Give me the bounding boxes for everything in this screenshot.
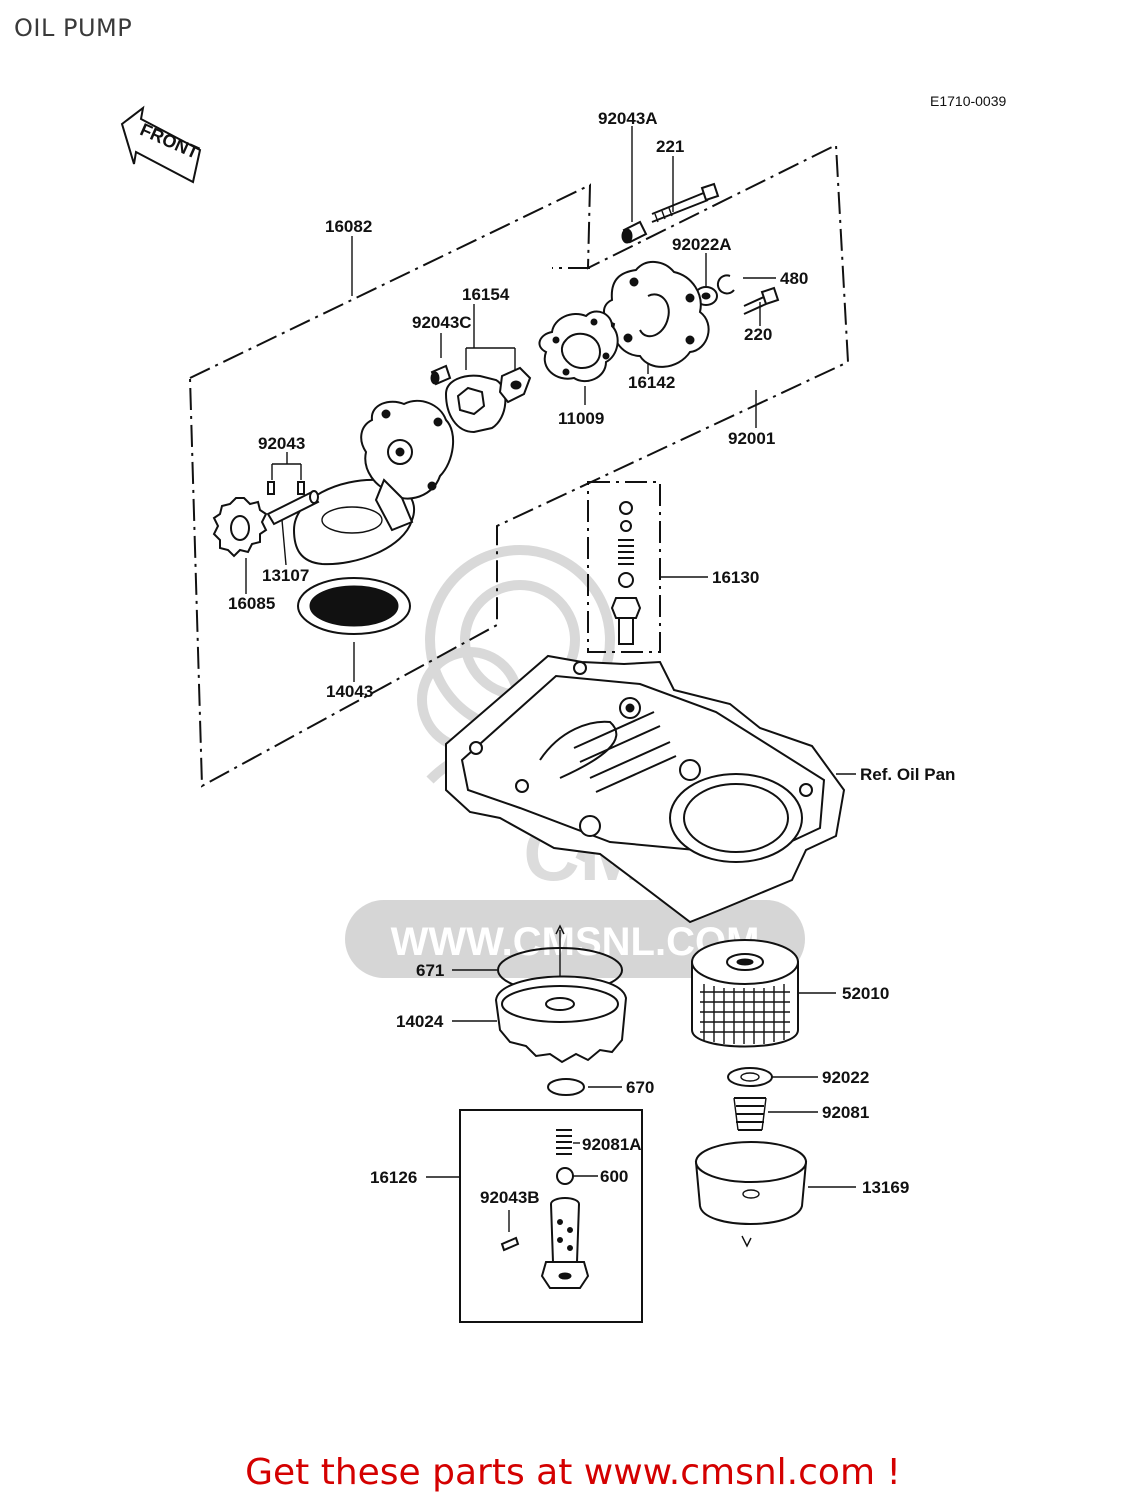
part-480-clip <box>716 274 735 295</box>
part-16142-pump-cover <box>603 261 710 368</box>
ref-oil-pan <box>445 654 846 924</box>
label-92081A: 92081A <box>582 1135 642 1154</box>
assembly-outline-16126 <box>459 1109 643 1323</box>
part-92022-washer <box>727 1067 773 1087</box>
promo-link-text[interactable]: Get these parts at www.cmsnl.com ! <box>245 1452 901 1493</box>
ref-code: E1710-0039 <box>930 93 1007 109</box>
part-11009-gasket <box>538 310 619 383</box>
label-16154: 16154 <box>462 285 510 304</box>
assembly-outline-16130 <box>587 481 661 653</box>
label-14024: 14024 <box>396 1012 444 1031</box>
label-92043: 92043 <box>258 434 305 453</box>
part-13107-shaft <box>266 490 320 526</box>
label-16130: 16130 <box>712 568 759 587</box>
part-16085-sprocket <box>212 497 268 558</box>
front-arrow: FRONT <box>120 105 202 184</box>
part-600-ball <box>556 1167 574 1185</box>
label-92081: 92081 <box>822 1103 869 1122</box>
label-670: 670 <box>626 1078 654 1097</box>
part-14043-strainer-screen <box>297 577 411 635</box>
label-14043: 14043 <box>326 682 373 701</box>
part-92043B-pin <box>500 1236 520 1252</box>
part-92043-pins <box>267 481 305 495</box>
part-92081A-spring <box>556 1129 572 1155</box>
label-13107: 13107 <box>262 566 309 585</box>
leader-lines <box>245 126 856 1232</box>
part-221-bolt <box>651 182 720 223</box>
part-670-o-ring <box>547 1078 585 1096</box>
label-11009: 11009 <box>558 409 604 428</box>
label-92022A: 92022A <box>672 235 732 254</box>
label-480: 480 <box>780 269 808 288</box>
assembly-outline-16082 <box>189 143 850 788</box>
label-16082: 16082 <box>325 217 372 236</box>
label-52010: 52010 <box>842 984 889 1003</box>
label-92043A: 92043A <box>598 109 658 128</box>
part-92081-spring <box>733 1097 767 1131</box>
label-13169: 13169 <box>862 1178 909 1197</box>
part-92043C-pin <box>430 364 452 386</box>
part-labels: 16082 92043A 221 92022A 480 220 16154 92… <box>228 109 955 1207</box>
label-16085: 16085 <box>228 594 275 613</box>
part-16082-pump-body <box>292 399 455 566</box>
label-16126: 16126 <box>370 1168 417 1187</box>
page-title: OIL PUMP <box>14 14 133 42</box>
part-13169-filter-bowl <box>694 1141 808 1248</box>
label-16142: 16142 <box>628 373 675 392</box>
part-92043A-dowel <box>621 220 648 244</box>
part-52010-oil-filter <box>691 939 799 1048</box>
part-16130-relief-valve <box>610 501 642 645</box>
label-ref-oil-pan: Ref. Oil Pan <box>860 765 955 784</box>
label-220: 220 <box>744 325 772 344</box>
label-92043C: 92043C <box>412 313 472 332</box>
label-221: 221 <box>656 137 684 156</box>
part-16126-bypass-valve-body <box>540 1197 590 1289</box>
label-92043B: 92043B <box>480 1188 540 1207</box>
label-600: 600 <box>600 1167 628 1186</box>
part-16154-rotor-set <box>444 366 532 434</box>
label-671: 671 <box>416 961 444 980</box>
part-14024-filter-cover <box>494 975 628 1064</box>
part-220-bolt <box>743 286 780 315</box>
label-92022: 92022 <box>822 1068 869 1087</box>
label-92001: 92001 <box>728 429 775 448</box>
